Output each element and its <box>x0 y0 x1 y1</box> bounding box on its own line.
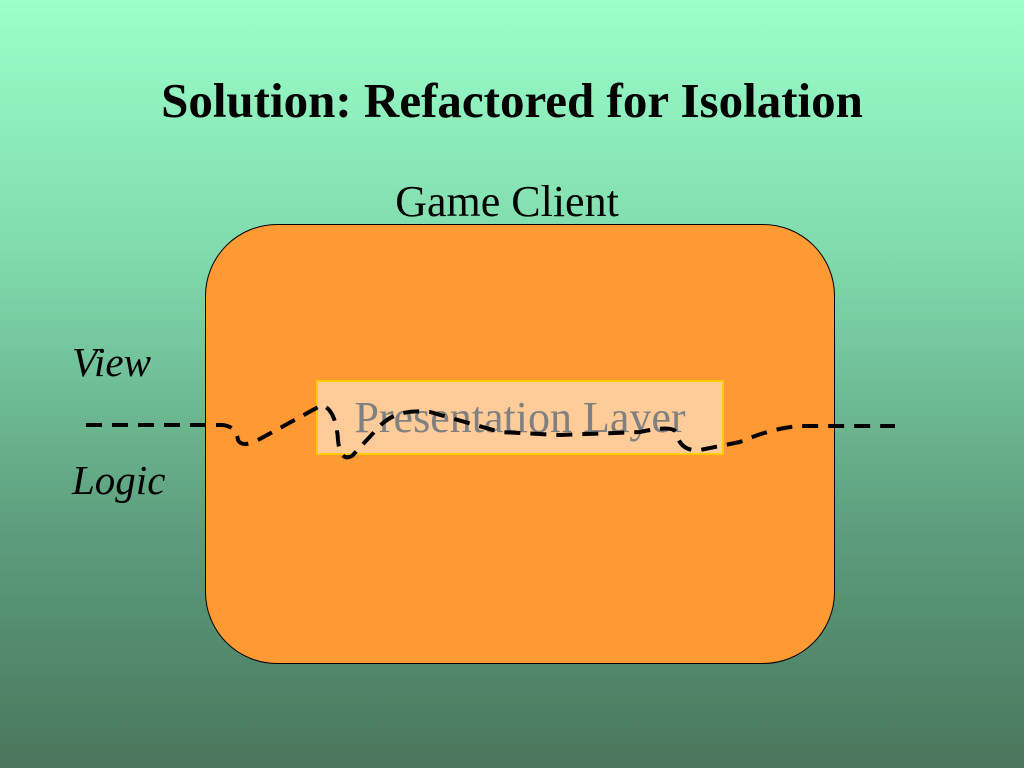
slide-title: Solution: Refactored for Isolation <box>161 73 863 128</box>
dashed-boundary-line <box>86 402 895 460</box>
game-client-label: Game Client <box>395 177 619 226</box>
logic-label: Logic <box>72 457 166 503</box>
view-label: View <box>72 339 151 385</box>
